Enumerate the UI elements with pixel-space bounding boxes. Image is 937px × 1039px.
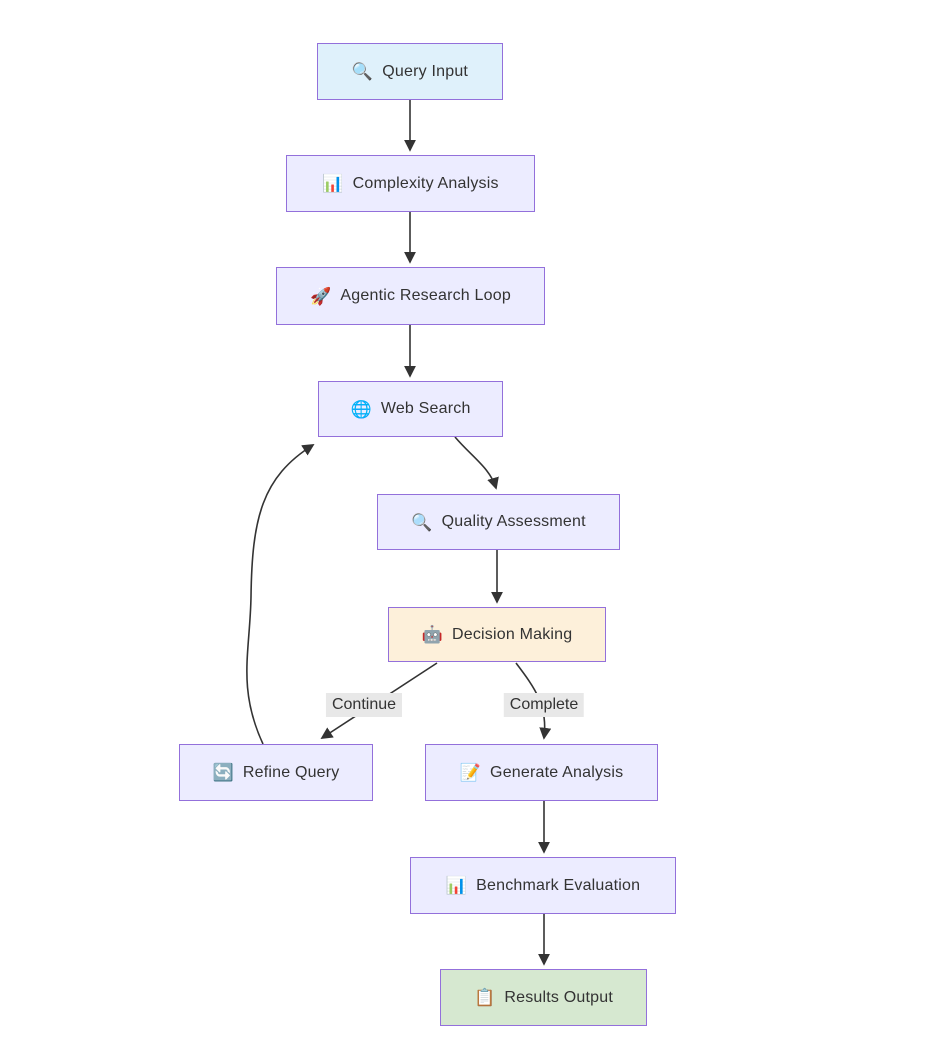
node-generate-analysis: 📝 Generate Analysis [425, 744, 658, 801]
node-generate-analysis-label: Generate Analysis [490, 763, 624, 781]
node-decision-making-label: Decision Making [451, 625, 573, 643]
node-quality-assessment: 🔍 Quality Assessment [377, 494, 620, 550]
edge-websearch-to-quality [454, 436, 499, 490]
memo-icon: 📝 [459, 763, 482, 782]
magnifier-icon: 🔍 [351, 62, 374, 81]
bar-chart-icon: 📊 [445, 876, 468, 895]
node-results-output-label: Results Output [504, 988, 613, 1006]
node-benchmark-evaluation-label: Benchmark Evaluation [476, 876, 641, 894]
node-web-search: 🌐 Web Search [318, 381, 503, 437]
node-query-input: 🔍 Query Input [317, 43, 503, 100]
bar-chart-icon: 📊 [322, 174, 344, 193]
node-quality-assessment-label: Quality Assessment [441, 513, 586, 530]
clipboard-icon: 📋 [473, 988, 496, 1007]
node-benchmark-evaluation: 📊 Benchmark Evaluation [410, 857, 676, 914]
node-web-search-label: Web Search [380, 400, 471, 417]
edge-label-complete: Complete [503, 693, 585, 717]
node-refine-query: 🔄 Refine Query [179, 744, 373, 801]
node-decision-making: 🤖 Decision Making [388, 607, 606, 662]
edge-label-continue: Continue [325, 693, 403, 717]
robot-icon: 🤖 [421, 625, 443, 644]
node-results-output: 📋 Results Output [440, 969, 647, 1026]
node-complexity-analysis-label: Complexity Analysis [352, 174, 499, 192]
globe-icon: 🌐 [350, 399, 372, 419]
node-agentic-research-loop-label: Agentic Research Loop [340, 287, 511, 304]
magnifier-icon: 🔍 [411, 512, 433, 532]
node-query-input-label: Query Input [382, 62, 469, 80]
rocket-icon: 🚀 [310, 286, 332, 306]
node-agentic-research-loop: 🚀 Agentic Research Loop [276, 267, 545, 325]
edge-refine-to-websearch [246, 444, 315, 745]
node-refine-query-label: Refine Query [242, 763, 340, 781]
refresh-icon: 🔄 [212, 763, 234, 782]
node-complexity-analysis: 📊 Complexity Analysis [286, 155, 535, 212]
